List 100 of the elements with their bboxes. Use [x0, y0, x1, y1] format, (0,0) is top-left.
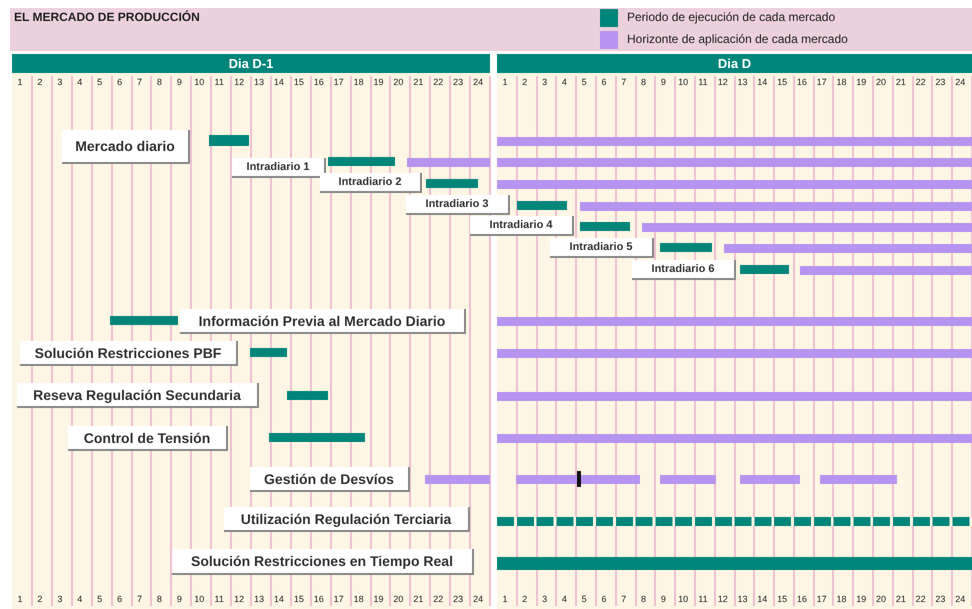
hour-number: 3 [541, 77, 548, 87]
hour-number: 5 [580, 594, 588, 604]
hour-number: 13 [736, 77, 748, 87]
hour-number: 16 [796, 77, 808, 87]
hour-number: 10 [193, 77, 206, 87]
hour-number: 22 [432, 77, 444, 87]
hour-number: 4 [560, 77, 568, 87]
hour-number: 18 [352, 594, 365, 604]
hour-number: 5 [96, 77, 104, 87]
hour-number: 12 [716, 77, 729, 87]
hour-number: 8 [156, 77, 163, 87]
hour-number: 2 [36, 594, 44, 604]
hour-number: 13 [252, 594, 265, 604]
hour-number: 21 [412, 77, 424, 87]
hour-number: 15 [292, 77, 305, 87]
legend-label: Periodo de ejecución de cada mercado [627, 10, 836, 24]
hour-number: 3 [541, 594, 548, 604]
hour-number: 14 [272, 77, 285, 87]
hour-number: 3 [56, 77, 64, 87]
hour-number: 11 [697, 594, 709, 604]
hour-number: 20 [875, 594, 888, 604]
hour-number: 10 [677, 77, 690, 87]
hour-number: 1 [501, 77, 508, 87]
hour-number: 9 [176, 594, 183, 604]
hour-number: 15 [776, 77, 788, 87]
hour-number: 7 [620, 77, 628, 87]
hour-number: 7 [136, 594, 143, 604]
process-label: Intradiario 3 [406, 195, 510, 215]
process-label: Reseva Regulación Secundaria [17, 383, 259, 408]
hour-number: 19 [855, 594, 868, 604]
hour-number: 12 [233, 77, 246, 87]
hour-number: 21 [894, 77, 907, 87]
hour-number: 22 [914, 77, 927, 87]
process-label: Utilización Regulación Terciaria [224, 507, 470, 532]
hour-number: 16 [312, 77, 325, 87]
hour-number: 10 [193, 594, 206, 604]
hour-number: 8 [640, 77, 648, 87]
chart-title: EL MERCADO DE PRODUCCIÓN [14, 10, 200, 24]
hour-number: 2 [521, 77, 528, 87]
hour-number: 11 [213, 594, 225, 604]
process-label: Control de Tensión [68, 426, 228, 451]
hour-number: 17 [332, 594, 345, 604]
hour-number: 1 [16, 594, 24, 604]
hour-number: 20 [392, 594, 404, 604]
hour-number: 17 [332, 77, 345, 87]
hour-number: 14 [756, 77, 768, 87]
hour-number: 7 [136, 77, 143, 87]
hour-number: 4 [560, 594, 568, 604]
hour-number: 14 [272, 594, 285, 604]
day-header: Dia D [497, 54, 972, 73]
hour-number: 23 [452, 594, 464, 604]
hour-number: 12 [716, 594, 729, 604]
hour-number: 6 [600, 594, 608, 604]
hour-number: 21 [412, 594, 424, 604]
hour-number: 5 [580, 77, 588, 87]
hour-number: 20 [392, 77, 404, 87]
hour-number: 3 [56, 594, 64, 604]
hour-number: 4 [76, 594, 84, 604]
hour-number: 10 [677, 594, 690, 604]
process-label: Solución Restricciones en Tiempo Real [172, 549, 474, 575]
hour-number: 9 [660, 77, 667, 87]
process-label: Información Previa al Mercado Diario [180, 309, 466, 334]
hour-number: 8 [640, 594, 648, 604]
hour-number: 16 [312, 594, 325, 604]
hour-number: 13 [736, 594, 748, 604]
hour-number: 7 [620, 594, 628, 604]
process-label: Gestión de Desvíos [250, 467, 410, 492]
hour-number: 23 [934, 77, 946, 87]
hour-number: 19 [372, 77, 384, 87]
hour-number: 6 [116, 594, 124, 604]
hour-number: 1 [16, 77, 24, 87]
hour-number: 24 [954, 594, 966, 604]
hour-number: 11 [697, 77, 709, 87]
hour-number: 5 [96, 594, 104, 604]
hour-number: 2 [521, 594, 528, 604]
process-label: Intradiario 2 [320, 173, 422, 193]
process-label: Intradiario 6 [632, 260, 736, 280]
hour-number: 20 [875, 77, 888, 87]
day-header: Dia D-1 [12, 54, 490, 73]
process-label: Mercado diario [62, 130, 190, 164]
hour-number: 24 [472, 77, 484, 87]
hour-number: 12 [233, 594, 246, 604]
hour-number: 19 [372, 594, 384, 604]
hour-number: 24 [472, 594, 484, 604]
hour-number: 1 [501, 594, 508, 604]
hour-number: 24 [954, 77, 966, 87]
hour-number: 18 [835, 594, 848, 604]
process-label: Intradiario 5 [550, 238, 654, 258]
hour-number: 2 [36, 77, 44, 87]
hour-number: 14 [756, 594, 768, 604]
hour-number: 8 [156, 594, 163, 604]
process-label: Solución Restricciones PBF [20, 341, 238, 366]
hour-number: 16 [796, 594, 808, 604]
hour-number: 15 [776, 594, 788, 604]
hour-number: 19 [855, 77, 868, 87]
hour-number: 17 [816, 594, 828, 604]
hour-number: 18 [835, 77, 848, 87]
hour-number: 6 [600, 77, 608, 87]
hour-number: 22 [432, 594, 444, 604]
hour-number: 15 [292, 594, 305, 604]
